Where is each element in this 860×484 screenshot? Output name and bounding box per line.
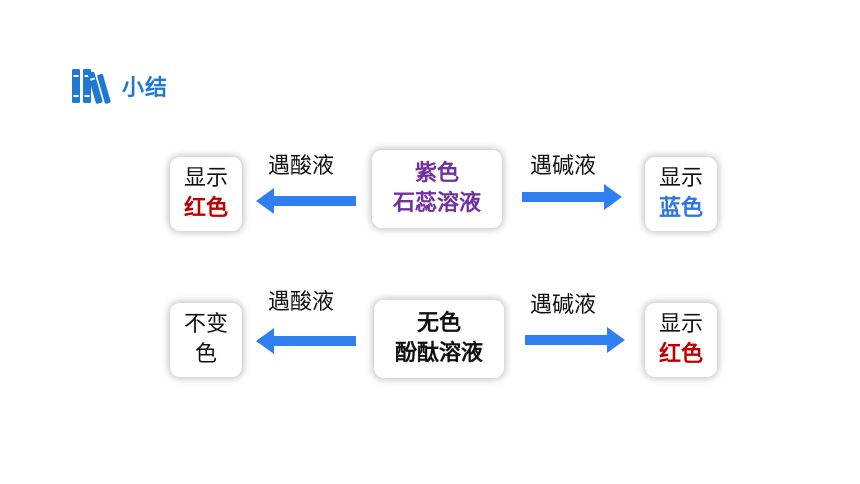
- row2-base-result-line1: 显示: [658, 312, 703, 337]
- row2-right-arrow-icon: [525, 327, 625, 353]
- row2-acid-result-box: 不变 色: [170, 303, 242, 377]
- row2-left-arrow-icon: [256, 328, 356, 354]
- row1-base-label: 遇碱液: [530, 154, 597, 179]
- phenolphthalein-box: 无色 酚酞溶液: [374, 300, 504, 378]
- row2-base-label: 遇碱液: [530, 293, 597, 318]
- page-title: 小结: [122, 76, 169, 101]
- books-icon: [72, 69, 111, 104]
- litmus-name: 石蕊溶液: [392, 191, 481, 216]
- section-header: 小结: [70, 66, 168, 106]
- row1-acid-result-box: 显示 红色: [170, 157, 242, 231]
- row2-base-result-box: 显示 红色: [645, 303, 717, 377]
- row2-base-result-line2: 红色: [658, 342, 703, 367]
- row2-acid-label: 遇酸液: [268, 290, 335, 315]
- litmus-box: 紫色 石蕊溶液: [372, 150, 502, 228]
- row1-base-result-line1: 显示: [658, 166, 703, 191]
- litmus-color: 紫色: [414, 161, 459, 186]
- row1-base-result-box: 显示 蓝色: [645, 157, 717, 231]
- row1-acid-label: 遇酸液: [268, 154, 335, 179]
- row1-acid-result-line2: 红色: [183, 196, 228, 221]
- row1-acid-result-line1: 显示: [183, 166, 228, 191]
- phenolphthalein-name: 酚酞溶液: [394, 341, 483, 366]
- row2-acid-result-line1: 不变: [183, 312, 228, 337]
- row1-left-arrow-icon: [256, 188, 356, 214]
- row1-base-result-line2: 蓝色: [658, 196, 703, 221]
- row1-right-arrow-icon: [522, 184, 622, 210]
- row2-acid-result-line2: 色: [194, 342, 217, 367]
- phenolphthalein-color: 无色: [416, 311, 461, 336]
